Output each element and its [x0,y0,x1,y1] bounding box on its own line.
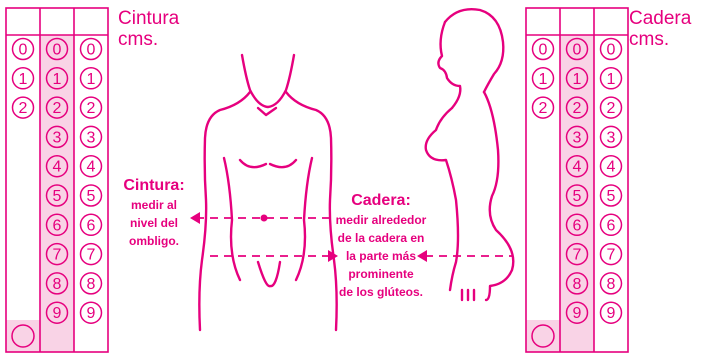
waist-note-heading: Cintura: [114,176,194,196]
hip-note-line: medir alrededor [326,211,436,229]
front-torso-figure [199,55,336,330]
waist-note-line: medir al [114,196,194,214]
hip-note-line: de los glúteos. [326,283,436,301]
hip-note-line: prominente [326,265,436,283]
hip-instruction: Cadera: medir alrededor de la cadera en … [326,191,436,301]
hip-note-line: la parte más [326,247,436,265]
hip-note-heading: Cadera: [326,191,436,211]
waist-note-line: nivel del [114,214,194,232]
hip-note-line: de la cadera en [326,229,436,247]
waist-note-line: ombligo. [114,232,194,250]
waist-measure-line [190,212,330,224]
waist-instruction: Cintura: medir al nivel del ombligo. [114,176,194,250]
